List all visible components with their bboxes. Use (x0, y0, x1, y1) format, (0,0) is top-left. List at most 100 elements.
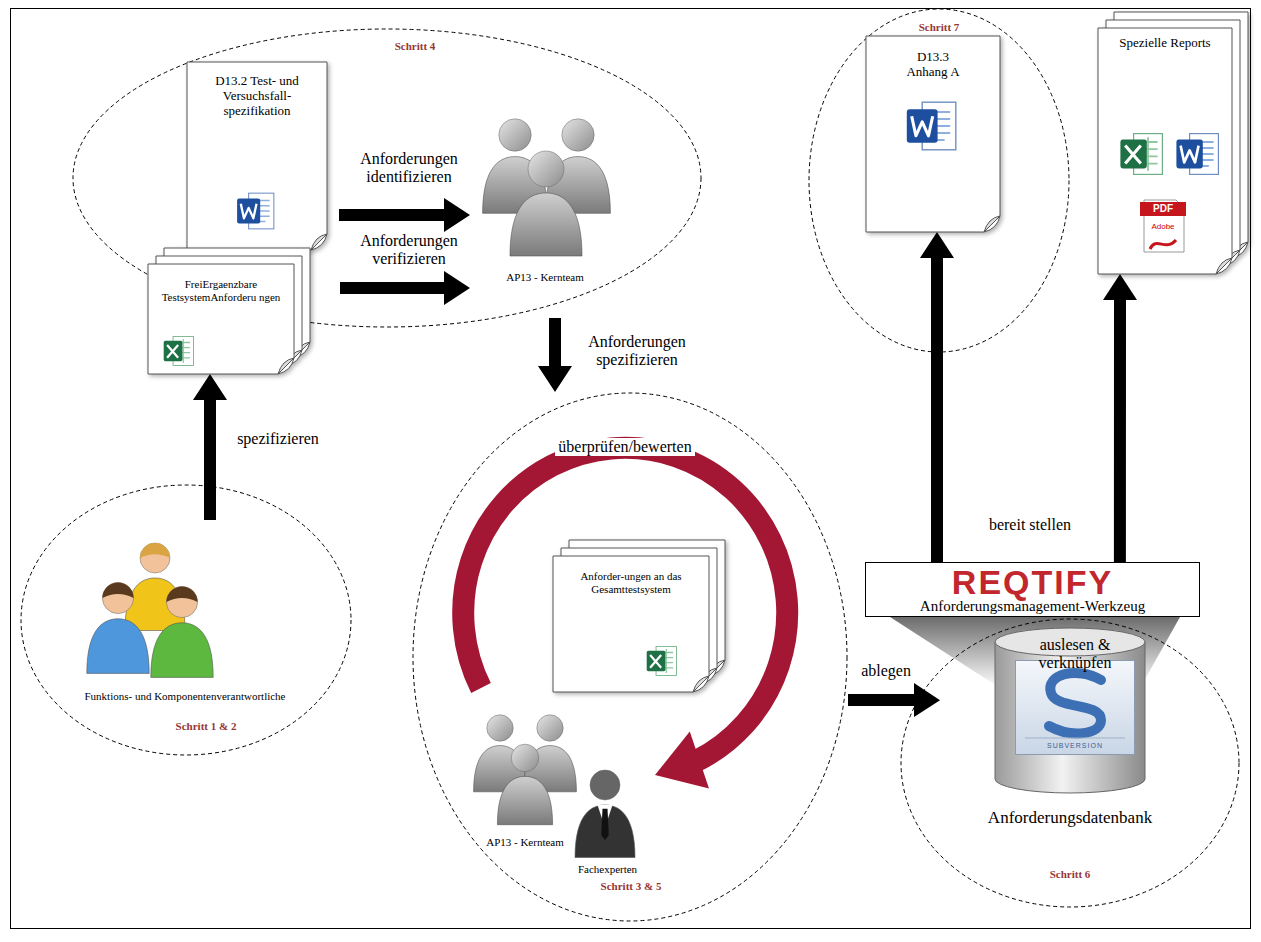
shape-outline (1098, 12, 1248, 274)
person-head (487, 715, 513, 741)
person-head (562, 119, 594, 151)
file-icon (237, 193, 274, 229)
node-text: Schritt 3 & 5 (586, 880, 676, 893)
person-body (575, 805, 635, 858)
document-icon: D13.2 Test- und Versuchsfall-spezifikati… (187, 62, 327, 250)
shape-outline (553, 540, 725, 692)
page-curl (311, 234, 327, 250)
step-outline (413, 393, 847, 921)
step-region: Schritt 3 & 5 Anforder-ungen an das Gesam… (412, 392, 848, 922)
file-icon (1176, 134, 1218, 175)
text-holder: Anforderungsdatenbank (975, 808, 1165, 828)
person-head (590, 770, 620, 800)
edge-label: auslesen & verknüpfen (1025, 636, 1125, 673)
step-outline (901, 619, 1239, 907)
flow-arrow (1103, 274, 1137, 562)
person-hair (140, 543, 170, 558)
paper-sheet (1098, 28, 1232, 274)
shape-outline (560, 755, 655, 880)
label-holder: spezifizieren (228, 430, 328, 448)
paper-sheet (148, 264, 294, 374)
icon-text: PDF (1140, 203, 1186, 215)
text-holder: Schritt 4 (370, 40, 460, 53)
person-head (166, 586, 197, 617)
necktie (601, 809, 609, 840)
label-holder: Anforderungen identifizieren (345, 150, 473, 187)
person-group: Funktions- und Komponentenverantwortlich… (60, 530, 310, 740)
arrow-shape (848, 683, 940, 717)
text-holder: Schritt 6 (1040, 868, 1100, 881)
text-holder: Funktions- und Komponentenverantwortlich… (60, 690, 310, 703)
person-group: AP13 - Kernteam (470, 95, 620, 290)
label-holder: Anforderungen verifizieren (345, 232, 473, 269)
node-text: Anforderungsmanagement-Werkzeug (865, 598, 1200, 615)
edge-label: ablegen (846, 662, 926, 680)
text-holder: D13.3 Anhang A (898, 50, 968, 80)
text-holder: Schritt 3 & 5 (586, 880, 676, 893)
flow-arrow (848, 683, 940, 717)
node-text: Schritt 4 (370, 40, 460, 53)
document-icon: D13.3 Anhang A (866, 36, 1000, 232)
label-holder: auslesen & verknüpfen (1025, 636, 1125, 673)
text-holder: Spezielle Reports (1106, 36, 1224, 51)
edge-label: überprüfen/bewerten (555, 438, 694, 456)
flow-arrow (538, 318, 572, 392)
node-text: Schritt 6 (1040, 868, 1100, 881)
step-region: Schritt 7D13.3 Anhang A (808, 8, 1070, 353)
node-text: Funktions- und Komponentenverantwortlich… (60, 690, 310, 703)
shape-outline (20, 484, 352, 756)
page-curl (1216, 258, 1232, 274)
file-icon (164, 337, 194, 366)
file-icon (1120, 134, 1162, 175)
text-holder: Anforderungsmanagement-Werkzeug (865, 598, 1200, 615)
node-text: Spezielle Reports (1106, 36, 1224, 51)
edge-label: Anforderungen identifizieren (345, 150, 473, 187)
node-text: Schritt 1 & 2 (161, 720, 251, 733)
paper-sheet (553, 556, 709, 692)
tool-box: REQTIFYAnforderungsmanagement-Werkzeug (865, 562, 1200, 617)
node-text: Anforder-ungen an das Gesamttestsystem (561, 570, 701, 595)
node-text: REQTIFY (865, 565, 1200, 599)
text-holder: Anforder-ungen an das Gesamttestsystem (561, 570, 701, 595)
node-text: D13.3 Anhang A (898, 50, 968, 80)
shape-outline (148, 248, 310, 374)
person-body (87, 619, 149, 674)
edge-label: Anforderungen verifizieren (345, 232, 473, 269)
paper-sheet (187, 62, 327, 250)
tool-frame (866, 563, 1200, 617)
file-icon (907, 102, 956, 150)
node-text: AP13 - Kernteam (470, 836, 580, 849)
node-text: Anforderungsdatenbank (975, 808, 1165, 828)
person-head (511, 744, 539, 772)
flow-arrow (339, 198, 470, 232)
arrow-shape (339, 198, 470, 232)
arrow-shape (1103, 274, 1137, 562)
document-stack: Anforder-ungen an das Gesamttestsystem (553, 540, 725, 692)
arrow-shape (920, 232, 954, 562)
person-head (537, 715, 563, 741)
person-head (528, 151, 564, 187)
arrow-shape (538, 318, 572, 392)
label-holder: Anforderungen spezifizieren (572, 333, 702, 370)
label-holder: ablegen (846, 662, 926, 680)
subversion-logo (1016, 661, 1135, 755)
node-text: FreiErgaenzbare TestsystemAnforderu ngen (154, 278, 288, 303)
person-body (151, 623, 213, 678)
flow-arrow (340, 271, 470, 305)
arrow-shape (340, 271, 470, 305)
text-holder: D13.2 Test- und Versuchsfall-spezifikati… (207, 74, 307, 119)
step-outline (21, 485, 351, 755)
label-holder: Adobe (1140, 222, 1186, 232)
person-hair (166, 586, 197, 602)
text-holder: Fachexperten (560, 863, 655, 876)
edge-label: bereit stellen (975, 516, 1085, 534)
page-curl (693, 676, 709, 692)
arc-band (463, 448, 787, 761)
edge-label: spezifizieren (228, 430, 328, 448)
node-text: AP13 - Kernteam (470, 271, 620, 284)
person-head (140, 543, 170, 573)
person-head (499, 119, 531, 151)
node-text: D13.2 Test- und Versuchsfall-spezifikati… (207, 74, 307, 119)
step-outline (809, 9, 1069, 352)
text-holder: REQTIFY (865, 565, 1200, 599)
